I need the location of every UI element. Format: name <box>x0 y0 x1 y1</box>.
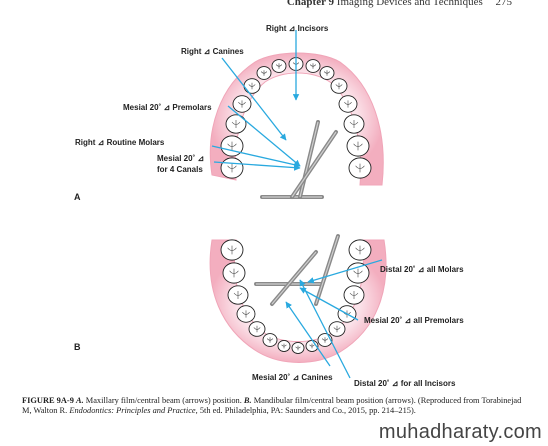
maxillary-tooth-fissure <box>231 120 241 128</box>
caption-rest: , 5th ed. Philadelphia, PA: Saunders and… <box>195 406 416 415</box>
film-holder-a <box>260 120 338 199</box>
maxillary-tooth-fissure <box>349 120 359 128</box>
mandibular-tooth-fissure <box>321 337 329 343</box>
maxillary-tooth-fissure <box>238 100 246 108</box>
beam-four-canals <box>213 161 301 171</box>
mandibular-tooth-fissure <box>355 245 365 255</box>
page-header: Chapter 9 Imaging Devices and Techniques… <box>287 0 512 8</box>
maxillary-tooth-fissure <box>355 163 365 173</box>
maxillary-tooth-fissure <box>353 141 363 151</box>
mandibular-tooth-fissure <box>309 343 315 349</box>
label-mesial-all-premolars: Mesial 20˚ ⊿ all Premolars <box>364 316 464 325</box>
beam-all-premolars <box>299 287 359 321</box>
label-four-canals-line2: for 4 Canals <box>157 165 203 174</box>
caption-b-letter: B. <box>243 396 252 405</box>
chapter-number: Chapter 9 <box>286 0 335 8</box>
mandibular-tooth-fissure <box>333 325 341 333</box>
mandibular-arch <box>209 239 387 363</box>
mandibular-tooth-fissure <box>353 268 363 278</box>
figure-label: FIGURE 9A-9 <box>22 396 74 405</box>
caption-a-text: Maxillary film/central beam (arrows) pos… <box>85 396 242 405</box>
mandibular-teeth <box>220 239 372 354</box>
watermark: muhadharaty.com <box>378 421 542 443</box>
mandibular-tooth-fissure <box>266 337 274 343</box>
label-mesial-canines: Mesial 20˚ ⊿ Canines <box>252 373 333 382</box>
caption-a-letter: A. <box>75 396 84 405</box>
maxillary-tooth-fissure <box>227 163 237 173</box>
mandibular-tooth-fissure <box>233 291 243 299</box>
label-routine-molars: Right ⊿ Routine Molars <box>75 138 165 147</box>
caption-book-title: Endodontics: Principles and Practice <box>69 406 196 415</box>
label-distal-all-molars: Distal 20˚ ⊿ all Molars <box>380 265 464 274</box>
beam-all-incisors <box>299 279 351 379</box>
beam-routine-molars <box>211 145 301 168</box>
label-right-canines: Right ⊿ Canines <box>181 47 244 56</box>
mandibular-tooth-fissure <box>349 291 359 299</box>
panel-letter-b: B <box>74 342 81 352</box>
mandibular-tooth-fissure <box>295 345 301 351</box>
beam-canines <box>221 57 287 141</box>
label-distal-all-incisors: Distal 20˚ ⊿ for all Incisors <box>354 379 456 388</box>
maxillary-tooth-fissure <box>227 141 237 151</box>
chapter-title: Imaging Devices and Techniques <box>336 0 483 8</box>
film-holder-b <box>254 234 340 306</box>
maxillary-tooth-fissure <box>309 63 317 69</box>
dental-radiography-diagram: Right ⊿ Incisors Right ⊿ Canines Mesial … <box>74 24 464 388</box>
beam-premolars <box>227 105 301 167</box>
mandibular-tooth-fissure <box>227 245 237 255</box>
maxillary-tooth-fissure <box>344 100 352 108</box>
mandibular-tooth-fissure <box>281 343 287 349</box>
figure-caption: FIGURE 9A-9 A. Maxillary film/central be… <box>22 396 522 416</box>
beam-canines-b <box>285 301 331 367</box>
mandibular-tooth-fissure <box>242 310 250 318</box>
maxillary-tooth-fissure <box>260 70 268 76</box>
mandibular-tooth-fissure <box>253 325 261 333</box>
beams-b <box>285 259 383 379</box>
label-right-incisors: Right ⊿ Incisors <box>266 24 329 33</box>
maxillary-tooth-fissure <box>275 63 283 69</box>
caption-b-text: Mandibular film/central beam position (a… <box>22 396 522 415</box>
panel-letter-a: A <box>74 192 81 202</box>
beams-a <box>211 30 301 171</box>
beam-all-molars <box>307 259 383 284</box>
page-number: 275 <box>495 0 513 8</box>
mandibular-tooth-fissure <box>229 268 239 278</box>
label-mesial-premolars: Mesial 20˚ ⊿ Premolars <box>123 103 212 112</box>
label-four-canals-line1: Mesial 20˚ ⊿ <box>157 154 204 163</box>
maxillary-tooth-fissure <box>323 70 331 76</box>
maxillary-tooth-fissure <box>335 82 343 90</box>
maxillary-tooth-fissure <box>248 82 256 90</box>
